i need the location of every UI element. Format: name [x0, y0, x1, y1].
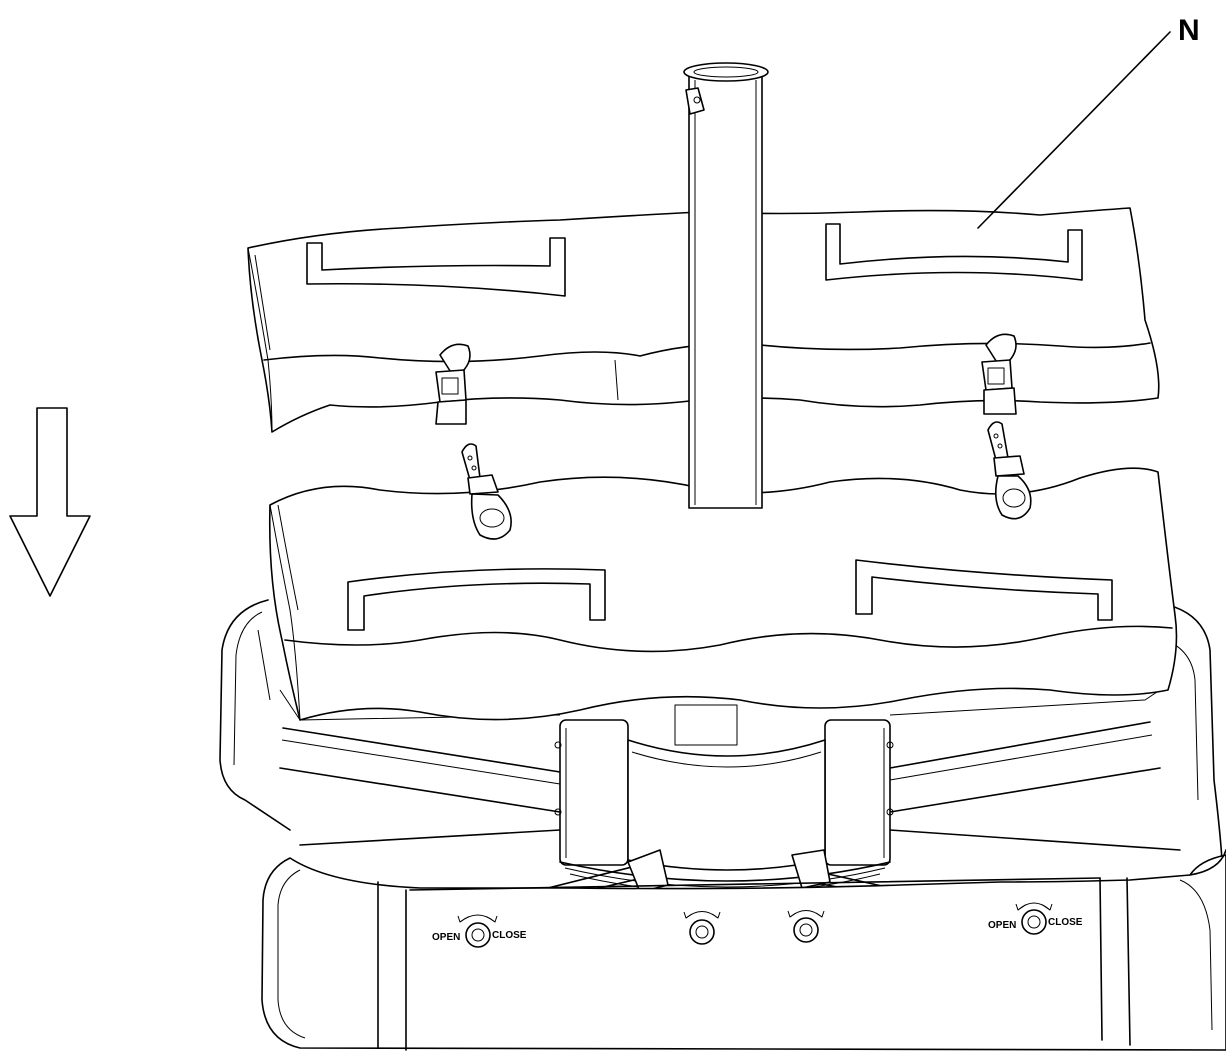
- callout-n: N: [977, 14, 1200, 229]
- valve-right-open: OPEN: [988, 920, 1016, 931]
- central-hub: [554, 704, 894, 894]
- umbrella-pole: [683, 62, 769, 509]
- down-arrow-icon: [9, 407, 91, 597]
- valve-left-close: CLOSE: [492, 930, 527, 941]
- valve-left: OPEN CLOSE: [432, 914, 527, 948]
- base-front: [261, 849, 1226, 1051]
- buckle-icon: [981, 333, 1017, 415]
- callout-label: N: [1178, 14, 1200, 47]
- buckle-icon: [435, 343, 471, 425]
- weight-bag-lower: [268, 421, 1178, 721]
- buckle-icon: [987, 421, 1032, 520]
- valve-right: OPEN CLOSE: [988, 902, 1083, 935]
- valve-center-right: [787, 910, 825, 943]
- buckle-icon: [461, 443, 512, 540]
- valve-right-close: CLOSE: [1048, 917, 1083, 928]
- valve-center-left: [683, 911, 721, 945]
- valve-left-open: OPEN: [432, 932, 460, 943]
